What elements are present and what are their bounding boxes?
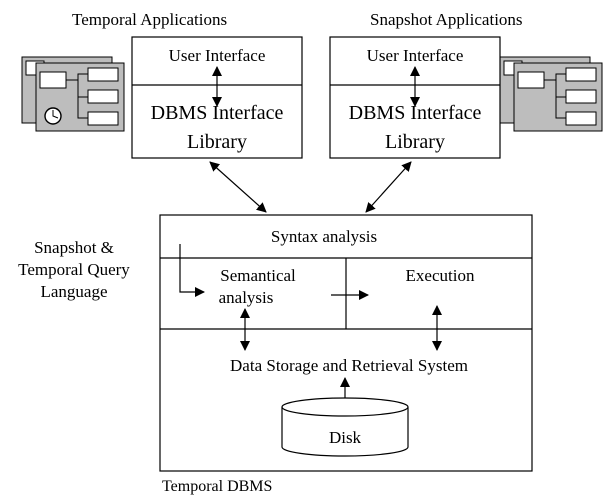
data-storage-label: Data Storage and Retrieval System bbox=[230, 356, 468, 375]
right-library-label-line2: Library bbox=[385, 131, 445, 153]
right-application-box: User Interface DBMS Interface Library bbox=[329, 36, 501, 159]
clock-icon bbox=[44, 107, 62, 125]
snapshot-application-windows-icon bbox=[499, 56, 603, 132]
syntax-to-semantic-arrow bbox=[179, 244, 205, 297]
disk-label: Disk bbox=[329, 428, 362, 447]
right-library-label-line1: DBMS Interface bbox=[349, 102, 482, 124]
query-language-line2: Temporal Query bbox=[18, 260, 130, 279]
temporal-dbms-caption: Temporal DBMS bbox=[162, 478, 272, 495]
temporal-application-windows-icon bbox=[21, 56, 125, 132]
semantical-analysis-line1: Semantical bbox=[220, 266, 296, 285]
left-library-label-line1: DBMS Interface bbox=[151, 102, 284, 124]
execution-label: Execution bbox=[406, 266, 475, 285]
query-language-line3: Language bbox=[40, 282, 107, 301]
syntax-analysis-label: Syntax analysis bbox=[271, 227, 377, 246]
right-library-to-dbms-arrow bbox=[365, 161, 412, 213]
semantical-analysis-line2: analysis bbox=[219, 288, 274, 307]
query-language-label: Snapshot & Temporal Query Language bbox=[18, 238, 130, 301]
disk-cylinder: Disk bbox=[281, 397, 409, 457]
temporal-dbms-box: Syntax analysis Semantical analysis Exec… bbox=[159, 214, 533, 472]
left-library-to-dbms-arrow bbox=[209, 161, 267, 213]
left-library-label-line2: Library bbox=[187, 131, 247, 153]
query-language-line1: Snapshot & bbox=[34, 238, 114, 257]
snapshot-applications-label: Snapshot Applications bbox=[370, 10, 523, 29]
left-application-box: User Interface DBMS Interface Library bbox=[131, 36, 303, 159]
left-user-interface-label: User Interface bbox=[169, 46, 266, 65]
right-user-interface-label: User Interface bbox=[367, 46, 464, 65]
temporal-applications-label: Temporal Applications bbox=[72, 10, 227, 29]
